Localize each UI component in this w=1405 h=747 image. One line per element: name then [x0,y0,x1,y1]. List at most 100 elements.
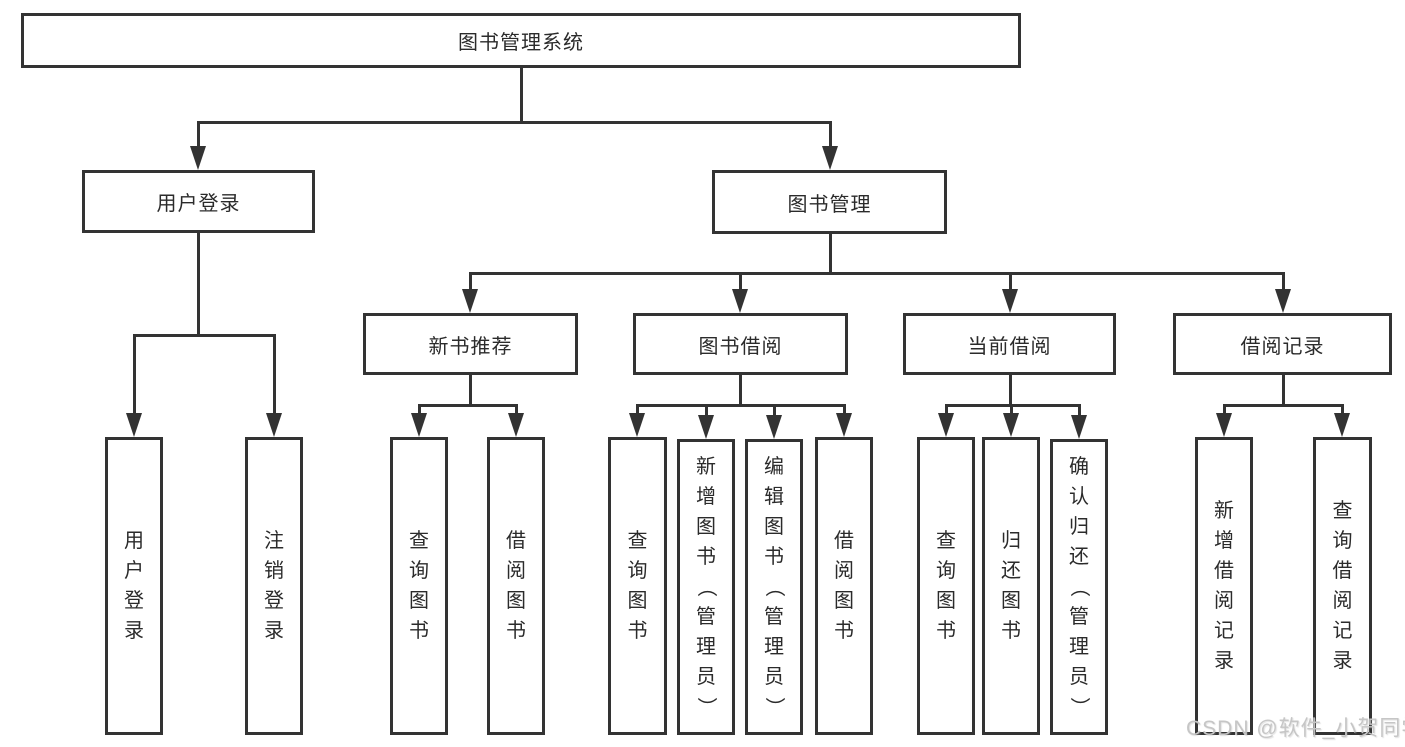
connector-h-line [468,271,1285,275]
arrow-down-icon [766,415,782,439]
vertical-char-glyph: 员 [1069,666,1089,688]
arrow-down-icon [938,413,954,437]
vertical-char-glyph: 编 [764,456,784,478]
vertical-char-glyph: 录 [124,620,144,642]
vertical-char-glyph: 还 [1069,546,1089,568]
vertical-char-glyph: 确 [1069,456,1089,478]
connector-arrow-stem [132,335,136,417]
vertical-char-glyph: 员 [696,666,716,688]
vertical-paren-glyph: （ [1068,577,1090,597]
vertical-char-glyph: 理 [1069,636,1089,658]
vertical-char-glyph: 注 [264,530,284,552]
vertical-char-glyph: 查 [1332,500,1353,522]
arrow-down-icon [1216,413,1232,437]
connector-arrow-stem [1008,273,1012,293]
connector-v-line [196,233,200,335]
vertical-char-glyph: 归 [1001,530,1021,552]
node-book-borrowing: 图书借阅 [633,313,848,375]
node-leaf-logout: 注销登录 [245,437,303,735]
vertical-char-glyph: 登 [124,590,144,612]
connector-arrow-stem [828,122,832,150]
connector-arrow-stem [635,405,639,417]
vertical-char-glyph: 图 [409,590,429,612]
node-leaf-add-books-admin: 新增图书（管理员） [677,439,735,735]
connector-h-line [944,403,1081,407]
connector-arrow-stem [417,405,421,417]
connector-v-line [1008,375,1012,405]
node-leaf-user-login: 用户登录 [105,437,163,735]
vertical-char-glyph: 图 [764,516,784,538]
connector-arrow-stem [196,122,200,150]
arrow-down-icon [126,413,142,437]
vertical-char-glyph: 录 [264,620,284,642]
node-library-management-system: 图书管理系统 [21,13,1021,68]
connector-h-line [417,403,518,407]
connector-arrow-stem [514,405,518,417]
node-current-borrowing: 当前借阅 [903,313,1116,375]
arrow-down-icon [1002,289,1018,313]
arrow-down-icon [629,413,645,437]
arrow-down-icon [1275,289,1291,313]
node-leaf-borrow-books-recommend: 借阅图书 [487,437,545,735]
connector-v-line [738,375,742,405]
node-leaf-query-borrowing-record: 查询借阅记录 [1313,437,1372,735]
vertical-char-glyph: 登 [264,590,284,612]
vertical-char-glyph: 归 [1069,516,1089,538]
vertical-char-glyph: 辑 [764,486,784,508]
vertical-char-glyph: 管 [1069,606,1089,628]
arrow-down-icon [698,415,714,439]
vertical-char-glyph: 户 [124,560,144,582]
arrow-down-icon [732,289,748,313]
vertical-char-glyph: 借 [834,530,854,552]
vertical-paren-glyph: ） [695,697,717,717]
arrow-down-icon [1334,413,1350,437]
connector-h-line [635,403,846,407]
vertical-char-glyph: 理 [764,636,784,658]
vertical-char-glyph: 录 [1214,650,1234,672]
vertical-char-glyph: 询 [1332,530,1353,552]
connector-h-line [196,120,832,124]
vertical-char-glyph: 阅 [506,560,526,582]
vertical-paren-glyph: （ [763,577,785,597]
connector-v-line [468,375,472,405]
vertical-char-glyph: 借 [1332,560,1353,582]
vertical-char-glyph: 记 [1332,620,1353,642]
connector-arrow-stem [1077,405,1081,419]
node-leaf-borrow-books-borrowing: 借阅图书 [815,437,873,735]
connector-arrow-stem [1281,273,1285,293]
vertical-char-glyph: 图 [627,590,648,612]
node-leaf-query-books-current: 查询图书 [917,437,975,735]
csdn-watermark: CSDN @软件_小贺同学 [1186,717,1405,740]
node-leaf-query-books-borrowing: 查询图书 [608,437,667,735]
vertical-char-glyph: 询 [936,560,956,582]
vertical-char-glyph: 阅 [1332,590,1353,612]
vertical-char-glyph: 销 [264,560,284,582]
vertical-char-glyph: 询 [409,560,429,582]
vertical-char-glyph: 查 [936,530,956,552]
vertical-char-glyph: 管 [696,606,716,628]
vertical-char-glyph: 书 [834,620,854,642]
vertical-char-glyph: 查 [627,530,648,552]
vertical-char-glyph: 理 [696,636,716,658]
connector-v-line [519,66,523,122]
arrow-down-icon [508,413,524,437]
node-new-book-recommendation: 新书推荐 [363,313,578,375]
vertical-char-glyph: 书 [627,620,648,642]
vertical-char-glyph: 新 [696,456,716,478]
vertical-char-glyph: 借 [1214,560,1234,582]
vertical-char-glyph: 书 [1001,620,1021,642]
connector-arrow-stem [468,273,472,293]
vertical-char-glyph: 增 [1214,530,1234,552]
arrow-down-icon [462,289,478,313]
vertical-char-glyph: 询 [627,560,648,582]
connector-arrow-stem [1009,405,1013,417]
vertical-char-glyph: 用 [124,530,144,552]
vertical-char-glyph: 阅 [834,560,854,582]
connector-v-line [828,234,832,273]
vertical-char-glyph: 员 [764,666,784,688]
connector-arrow-stem [842,405,846,417]
vertical-char-glyph: 书 [696,546,716,568]
connector-arrow-stem [1340,405,1344,417]
vertical-char-glyph: 增 [696,486,716,508]
